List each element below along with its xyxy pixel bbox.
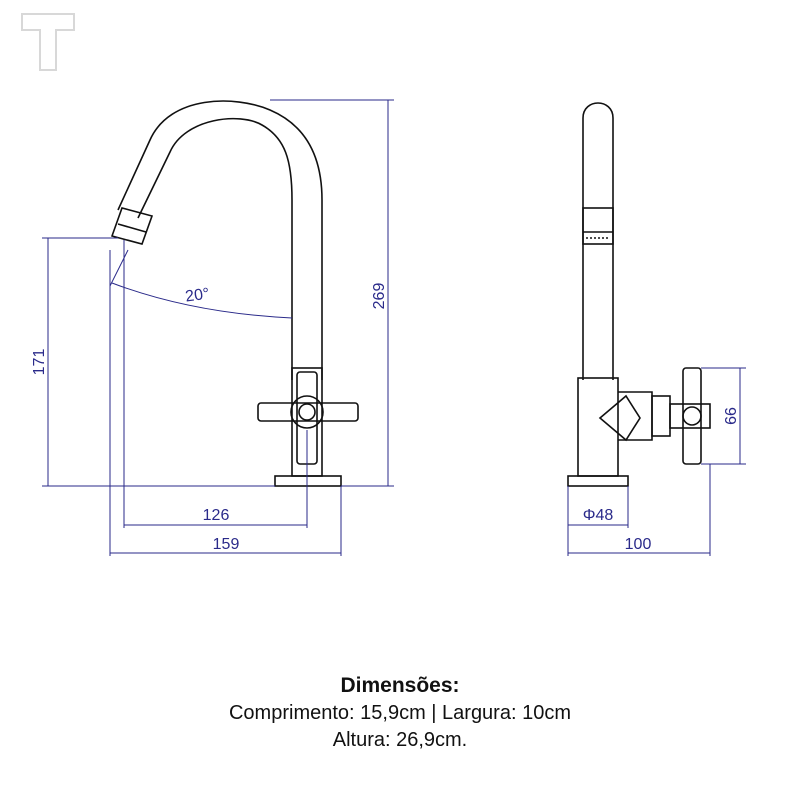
dimension-diameter-48: Φ48 (583, 507, 614, 524)
dimension-100: 100 (625, 536, 652, 553)
dimension-angle: 20° (184, 285, 210, 305)
caption-title: Dimensões: (340, 674, 460, 697)
caption-line-2: Altura: 26,9cm. (332, 729, 468, 751)
dimension-66: 66 (723, 407, 740, 425)
faucet-side-view (567, 102, 711, 487)
technical-drawing: 171 269 20° 126 159 66 (21, 13, 746, 556)
side-dimension-lines (567, 367, 746, 556)
dimension-269: 269 (371, 283, 388, 310)
dimension-126: 126 (203, 507, 230, 524)
dimensions-caption: Dimensões: Comprimento: 15,9cm | Largura… (0, 672, 800, 754)
brand-logo-icon (21, 13, 75, 71)
dimension-159: 159 (213, 536, 240, 553)
front-dimension-lines (42, 99, 394, 556)
dimension-171: 171 (31, 349, 48, 376)
caption-line-1: Comprimento: 15,9cm | Largura: 10cm (228, 702, 571, 724)
faucet-front-view (110, 100, 359, 487)
